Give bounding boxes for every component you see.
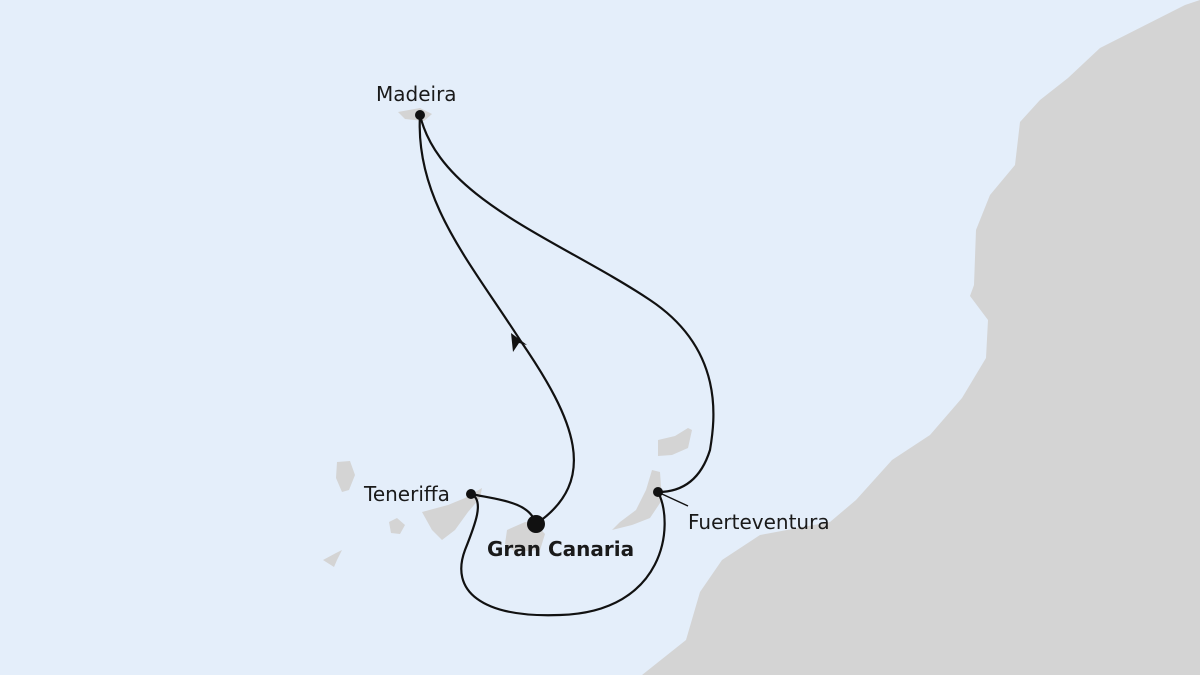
- port-dot-gran-canaria-start[interactable]: [527, 515, 545, 533]
- port-label-fuerteventura: Fuerteventura: [688, 510, 830, 534]
- island-el-hierro: [323, 550, 342, 567]
- port-label-madeira: Madeira: [376, 82, 457, 106]
- port-dot-teneriffa[interactable]: [466, 489, 476, 499]
- port-dot-fuerteventura[interactable]: [653, 487, 663, 497]
- direction-arrow-icon: [511, 333, 527, 352]
- african-coast: [642, 0, 1200, 675]
- route-madeira-fuerteventura: [418, 114, 715, 494]
- port-label-teneriffa: Teneriffa: [364, 482, 450, 506]
- island-la-gomera: [389, 518, 405, 534]
- island-la-palma: [336, 461, 355, 492]
- island-lanzarote: [658, 428, 692, 456]
- route-fuerteventura-teneriffa: [460, 491, 666, 617]
- island-fuerteventura: [612, 470, 662, 530]
- island-tenerife: [422, 488, 482, 540]
- port-label-gran-canaria: Gran Canaria: [487, 537, 635, 561]
- fuerteventura-leader-line: [661, 493, 689, 507]
- port-dot-madeira[interactable]: [415, 110, 425, 120]
